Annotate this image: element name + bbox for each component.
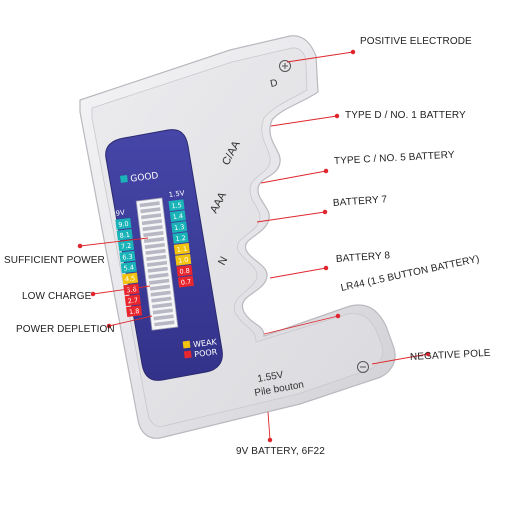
bar-segment [145,248,166,255]
left-scale-cell [119,250,136,263]
right-scale-cell [169,210,186,223]
bar-segment [141,213,162,220]
bar-segment [141,219,163,226]
bar-segment [144,242,165,249]
right-scale-value: 1.5 [171,201,182,210]
right-scale-value: 0.7 [180,278,191,287]
weak-swatch [182,340,191,349]
left-scale-value: 8.1 [119,231,130,240]
right-scale-cell [173,243,190,255]
bar-segment [148,272,169,279]
left-scale-value: 1.8 [129,307,140,316]
bar-segment [151,296,172,303]
right-scale-cell [172,232,189,244]
left-scale-value: 3.6 [126,285,137,294]
left-scale-value: 2.7 [127,296,138,305]
bar-segment [142,225,163,232]
right-scale-value: 0.8 [179,267,190,276]
left-scale-cell [126,305,143,318]
type-d-label: TYPE D / NO. 1 BATTERY [345,110,466,121]
left-scale-value: 5.4 [123,263,134,272]
left-scale-value: 6.3 [122,252,133,261]
good-label: GOOD [130,171,159,184]
bar-segment [149,284,171,291]
left-scale-value: 9.0 [118,220,129,229]
positive-electrode-label: POSITIVE ELECTRODE [360,36,472,47]
power-depletion-label: POWER DEPLETION [16,324,115,335]
bar-segment [143,231,164,238]
voltage-label: 1.55V [257,370,285,385]
left-scale-value: 4.5 [125,274,136,283]
right-scale-cell [171,221,188,233]
bar-segment [140,207,161,214]
right-scale-value: 1.2 [175,234,186,243]
right-scale-value: 1.4 [172,212,183,221]
good-swatch [120,175,128,183]
bar-segment [151,302,173,309]
left-scale-cell [123,283,140,296]
bar-segment [153,314,174,321]
left-scale-cell [116,228,133,241]
bar-segment [149,278,170,285]
left-scale-cell [118,239,135,252]
right-scale-value: 1.1 [176,245,187,254]
sufficient-power-label: SUFFICIENT POWER [4,255,105,266]
bar-segment [152,308,174,315]
right-scale-cell [168,199,185,212]
callout-lines [77,49,431,443]
bar-segment [150,290,171,297]
right-scale-cell [176,264,193,277]
left-scale-cell [122,272,139,285]
bar-segment [147,266,168,273]
left-scale-cell [120,261,137,274]
level-bar-meter [135,197,179,331]
right-scale-header: 1.5V [168,189,185,199]
left-scale-value: 7.2 [121,242,132,251]
poor-label: POOR [194,347,218,359]
negative-pole-icon [357,361,369,373]
slot-d-label: D [269,78,278,90]
left-scale-cell [115,217,132,230]
right-scale-cell [175,253,192,266]
lcd-panel: 9V 9.0 8.1 7.26.3 5.4 4.5 3.6 2.7 1.8 1.5V 1.5 1.4… [105,129,223,381]
bar-segment [146,254,167,261]
bar-segment [146,260,168,267]
nine-v-label: 9V BATTERY, 6F22 [236,446,325,457]
right-voltage-scale: 1.5V 1.5 1.4 1.3 1.2 1.1 1.0 0.8 0.7 [168,189,194,288]
right-scale-value: 1.3 [174,223,185,232]
left-voltage-scale: 9V 9.0 8.1 7.26.3 5.4 4.5 3.6 2.7 1.8 [115,209,143,318]
right-scale-cell [177,275,194,288]
positive-electrode-icon [279,60,291,72]
bar-segment [139,201,160,208]
poor-swatch [183,350,192,359]
weak-label: WEAK [193,337,218,349]
left-scale-header: 9V [115,209,125,218]
bar-segment [154,320,175,327]
right-scale-value: 1.0 [178,256,189,265]
low-charge-label: LOW CHARGE [22,291,92,302]
bar-segment [143,237,165,244]
left-scale-cell [124,294,141,307]
